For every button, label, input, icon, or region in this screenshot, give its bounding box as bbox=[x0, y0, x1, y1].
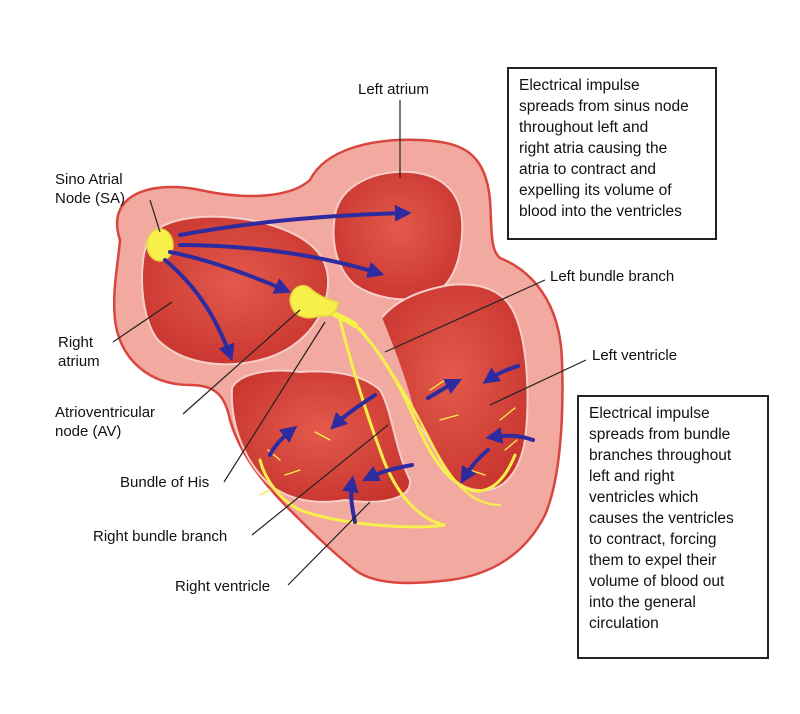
purkinje-fibers-left bbox=[429, 379, 518, 476]
arrow-to-av-node bbox=[168, 250, 292, 294]
arrow-rv-1 bbox=[330, 393, 377, 430]
note-ventricles-line: into the general bbox=[589, 594, 696, 611]
arrow-lv-3 bbox=[485, 427, 535, 444]
leader-right-bundle bbox=[251, 424, 389, 536]
label-right-atrium: Right atrium bbox=[58, 333, 100, 371]
leader-left-bundle bbox=[384, 279, 546, 353]
leader-sa-node bbox=[149, 199, 161, 233]
leader-av-node bbox=[182, 309, 301, 415]
note-ventricles-box: Electrical impulse spreads from bundle b… bbox=[577, 395, 769, 659]
sa-node bbox=[146, 228, 174, 262]
label-sa-node-line-1: Sino Atrial bbox=[55, 171, 123, 188]
arrow-across-atria bbox=[178, 243, 385, 279]
left-bundle-path-2 bbox=[358, 326, 502, 507]
arrow-down-right-atrium bbox=[163, 258, 235, 362]
note-ventricles-line: branches throughout bbox=[589, 447, 732, 464]
label-right-bundle-branch: Right bundle branch bbox=[93, 528, 228, 545]
note-ventricles-line: causes the ventricles bbox=[589, 510, 734, 527]
leader-bundle-his bbox=[223, 321, 326, 483]
note-atria-line: spreads from sinus node bbox=[519, 98, 689, 115]
arrow-rv-2 bbox=[268, 425, 298, 457]
note-atria-line: atria to contract and bbox=[519, 161, 656, 178]
note-atria-line: right atria causing the bbox=[519, 140, 668, 157]
note-atria-line: Electrical impulse bbox=[519, 77, 640, 94]
label-left-ventricle: Left ventricle bbox=[592, 347, 678, 364]
arrow-lv-1 bbox=[426, 378, 463, 400]
purkinje-fibers-right bbox=[259, 431, 331, 496]
note-ventricles-line: to contract, forcing bbox=[589, 531, 717, 548]
label-av-node-line-2: node (AV) bbox=[55, 423, 122, 440]
impulse-arrows bbox=[163, 204, 535, 524]
label-left-bundle-branch: Left bundle branch bbox=[550, 268, 675, 285]
arrow-to-left-atrium bbox=[178, 204, 412, 237]
note-atria-line: expelling its volume of bbox=[519, 182, 672, 199]
label-right-ventricle: Right ventricle bbox=[175, 578, 271, 595]
label-av-node-line-1: Atrioventricular bbox=[55, 404, 156, 421]
note-atria-line: blood into the ventricles bbox=[519, 203, 682, 220]
label-sa-node-line-2: Node (SA) bbox=[55, 190, 126, 207]
leader-left-ventricle bbox=[489, 359, 587, 406]
note-ventricles-line: left and right bbox=[589, 468, 675, 485]
label-av-node: Atrioventricular node (AV) bbox=[55, 403, 155, 441]
note-ventricles-line: them to expel their bbox=[589, 552, 717, 569]
arrow-lv-4 bbox=[460, 448, 490, 484]
note-ventricles-line: ventricles which bbox=[589, 489, 699, 506]
leader-right-atrium bbox=[112, 301, 173, 343]
arrow-rv-3 bbox=[361, 463, 414, 482]
note-ventricles-line: circulation bbox=[589, 615, 659, 632]
arrow-lv-2 bbox=[482, 364, 520, 384]
av-node bbox=[289, 284, 339, 319]
label-bundle-of-his: Bundle of His bbox=[120, 474, 210, 491]
note-atria-box: Electrical impulse spreads from sinus no… bbox=[507, 67, 717, 240]
note-atria-line: throughout left and bbox=[519, 119, 649, 136]
leader-lines bbox=[112, 100, 587, 586]
note-ventricles-line: volume of blood out bbox=[589, 573, 725, 590]
right-bundle-path bbox=[258, 318, 446, 529]
label-right-atrium-line-1: Right bbox=[58, 334, 94, 351]
note-ventricles-line: Electrical impulse bbox=[589, 405, 710, 422]
leader-right-ventricle bbox=[287, 501, 371, 586]
left-atrium-chamber bbox=[332, 170, 464, 301]
label-right-atrium-line-2: atrium bbox=[58, 353, 100, 370]
label-sa-node: Sino Atrial Node (SA) bbox=[55, 170, 125, 208]
label-left-atrium: Left atrium bbox=[358, 81, 429, 98]
note-ventricles-line: spreads from bundle bbox=[589, 426, 731, 443]
